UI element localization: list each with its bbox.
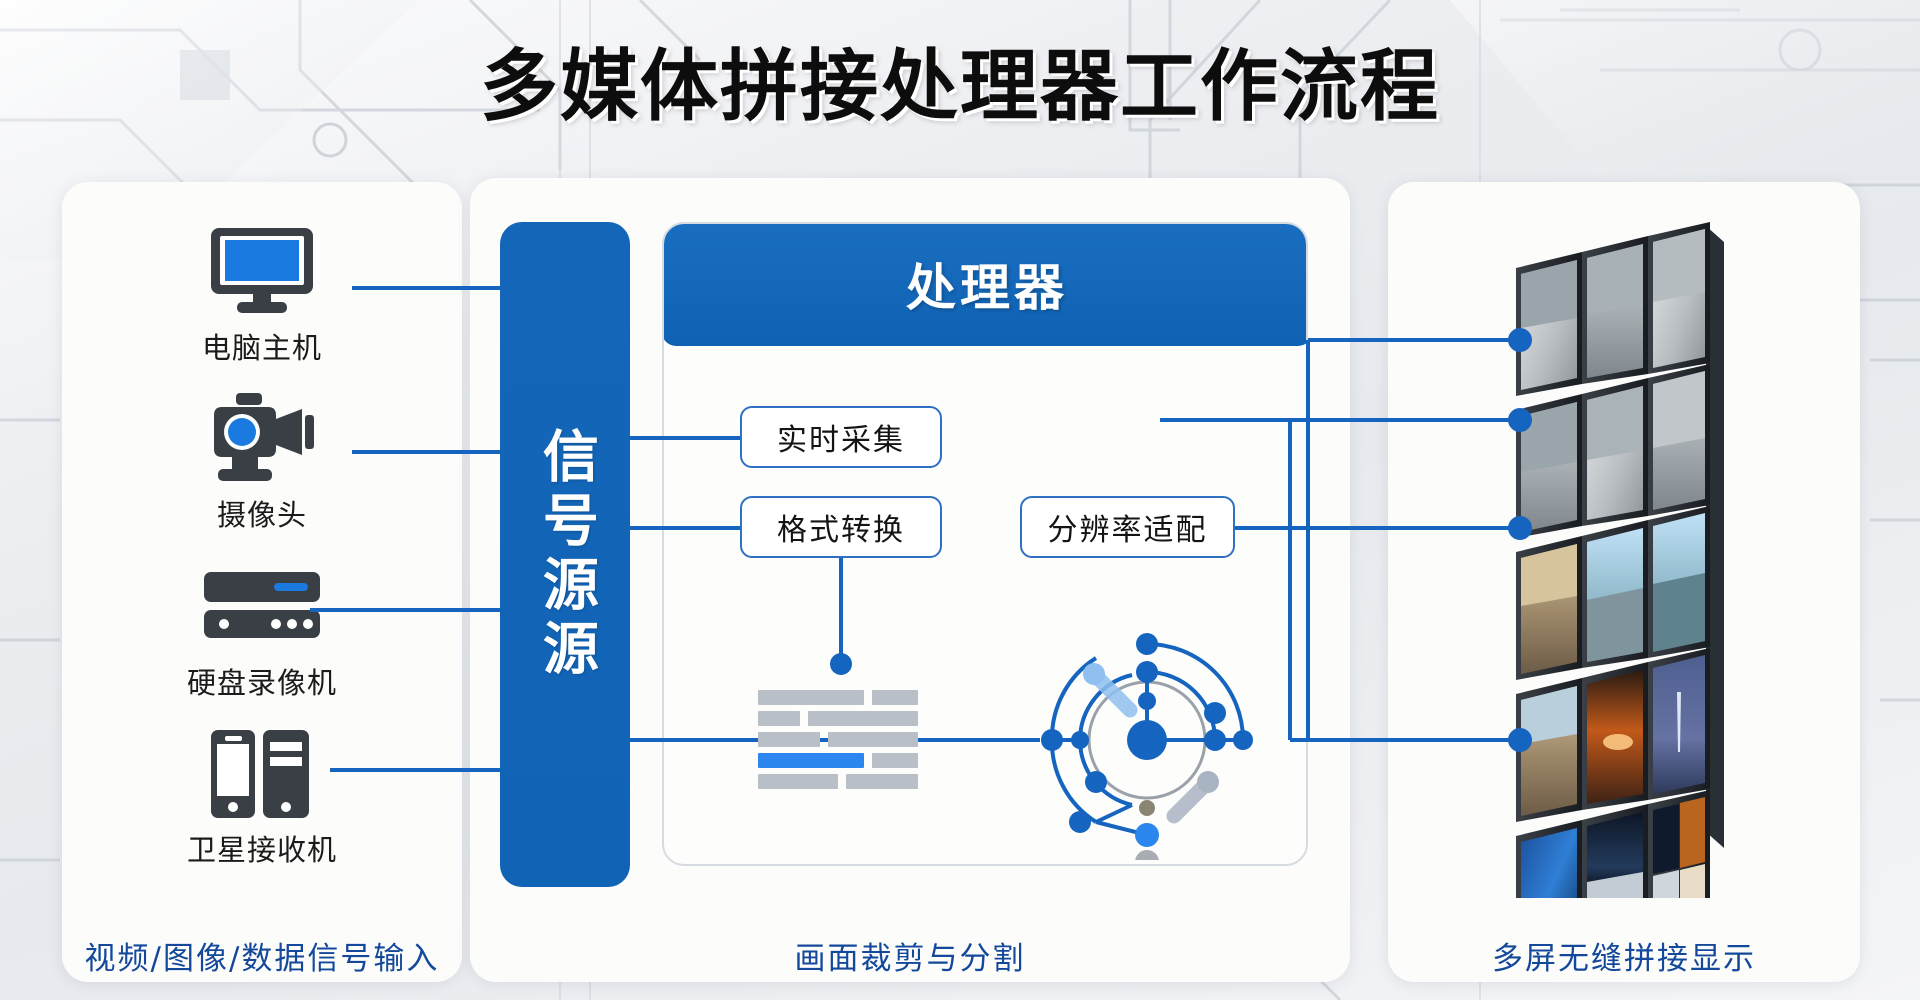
process-step-label: 格式转换 xyxy=(777,513,905,548)
source-item-nvr[interactable]: 硬盘录像机 xyxy=(62,545,462,713)
source-label: 卫星接收机 xyxy=(186,833,337,868)
nvr-icon xyxy=(202,560,322,652)
network-nodes-icon xyxy=(1041,633,1253,860)
source-label: 摄像头 xyxy=(216,498,307,533)
process-step-label: 实时采集 xyxy=(777,423,905,458)
processor-header: 处理器 xyxy=(664,224,1306,346)
page-title: 多媒体拼接处理器工作流程 xyxy=(0,24,1920,136)
process-step-format-conversion[interactable]: 格式转换 xyxy=(740,496,942,558)
camera-icon xyxy=(206,392,318,484)
monitor-icon xyxy=(207,225,317,317)
video-wall-icon xyxy=(1516,222,1724,898)
source-item-monitor[interactable]: 电脑主机 xyxy=(62,210,462,378)
center-panel-caption: 画面裁剪与分割 xyxy=(794,941,1026,977)
source-item-camera[interactable]: 摄像头 xyxy=(62,378,462,546)
source-list: 电脑主机 摄像头 xyxy=(62,210,462,880)
page-title-text: 多媒体拼接处理器工作流程 xyxy=(479,42,1440,132)
satellite-receiver-icon xyxy=(207,727,317,819)
source-label: 硬盘录像机 xyxy=(186,665,337,700)
source-item-satellite-receiver[interactable]: 卫星接收机 xyxy=(62,713,462,881)
layout-bars-icon xyxy=(758,690,918,789)
right-panel-caption: 多屏无缝拼接显示 xyxy=(1492,941,1756,977)
process-step-resolution-adaptation[interactable]: 分辨率适配 xyxy=(1020,496,1235,558)
signal-source-bar[interactable]: 信号源源 xyxy=(500,222,630,887)
process-step-label: 分辨率适配 xyxy=(1047,513,1208,548)
left-panel-caption: 视频/图像/数据信号输入 xyxy=(84,941,440,977)
process-step-realtime-capture[interactable]: 实时采集 xyxy=(740,406,942,468)
signal-source-label: 信号源源 xyxy=(533,426,599,683)
processor-title: 处理器 xyxy=(906,259,1068,317)
source-label: 电脑主机 xyxy=(201,330,322,365)
